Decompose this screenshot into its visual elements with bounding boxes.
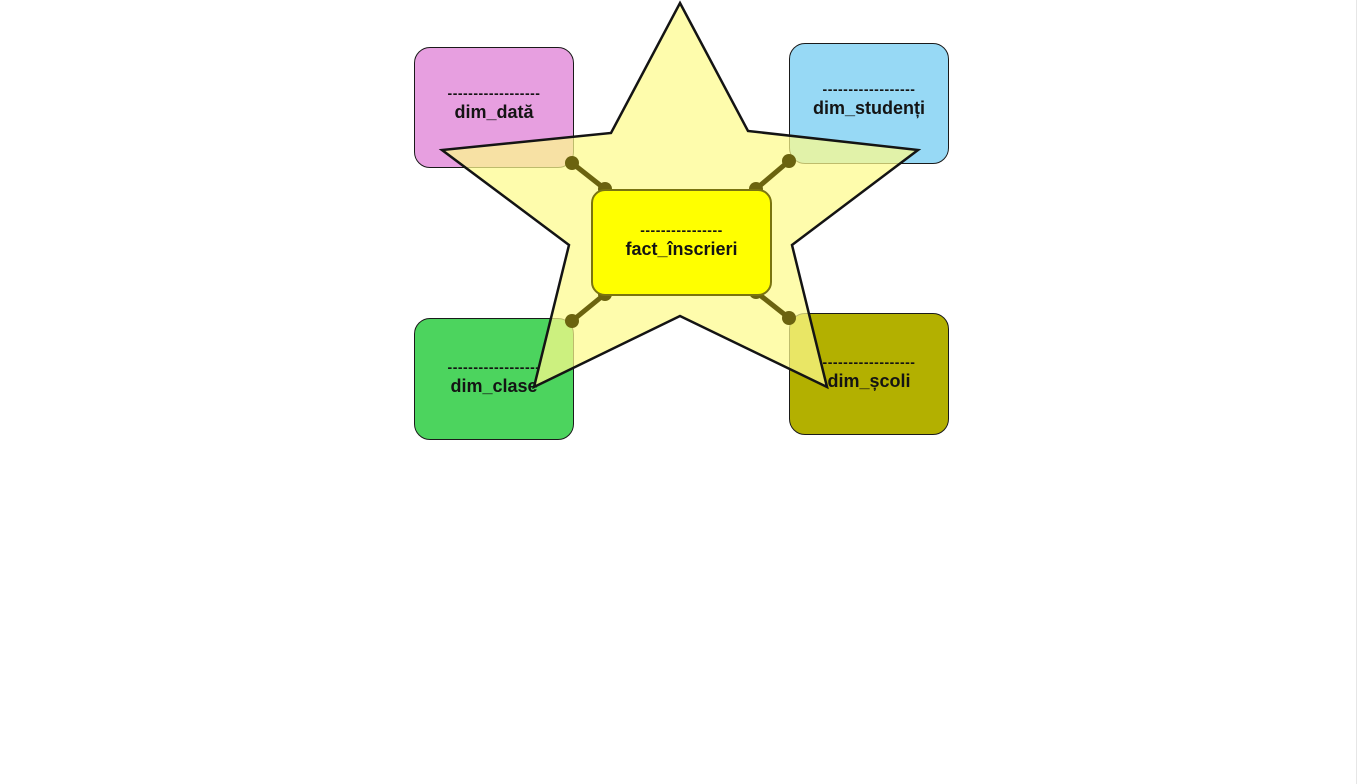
dim-clase-box: ------------------ dim_clase bbox=[414, 318, 574, 440]
connector-line-dim-data bbox=[569, 160, 608, 192]
dim-studenti-separator: ------------------ bbox=[822, 81, 916, 97]
dim-scoli-box: ------------------ dim_școli bbox=[789, 313, 949, 435]
connector-line-dim-studenti bbox=[753, 158, 792, 192]
dim-clase-label: dim_clase bbox=[450, 376, 538, 396]
dim-data-separator: ------------------ bbox=[447, 85, 541, 101]
connector-line-dim-scoli bbox=[753, 289, 792, 321]
connector-line-dim-clase bbox=[569, 291, 608, 324]
dim-data-label: dim_dată bbox=[454, 102, 534, 122]
page-edge-line bbox=[1356, 0, 1357, 784]
dim-scoli-separator: ------------------ bbox=[822, 354, 916, 370]
fact-inscrieri-box: ---------------- fact_înscrieri bbox=[591, 189, 772, 296]
fact-label: fact_înscrieri bbox=[625, 239, 738, 259]
dim-data-box: ------------------ dim_dată bbox=[414, 47, 574, 168]
dim-studenti-box: ------------------ dim_studenți bbox=[789, 43, 949, 164]
fact-separator: ---------------- bbox=[640, 222, 723, 238]
dim-clase-separator: ------------------ bbox=[447, 359, 541, 375]
dim-studenti-label: dim_studenți bbox=[812, 98, 925, 118]
dim-scoli-label: dim_școli bbox=[827, 371, 911, 391]
